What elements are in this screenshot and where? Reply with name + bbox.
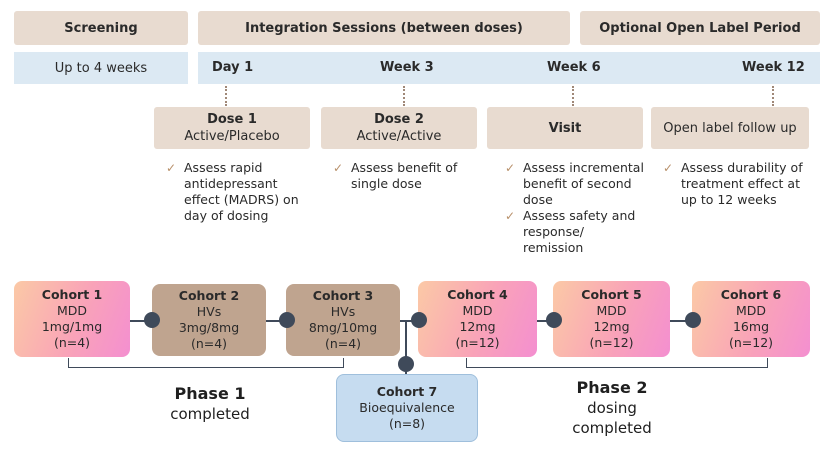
timeline-day1: Day 1 [212,60,254,75]
cohort-title: Cohort 7 [376,384,438,399]
cohort-connector [537,320,553,322]
bullet-list-open-label: ✓Assess durability of treatment effect a… [663,160,813,208]
cohort-population: MDD [462,303,493,318]
cohort-1-card: Cohort 1 MDD 1mg/1mg (n=4) [14,281,130,357]
cohort-title: Cohort 3 [312,288,374,303]
cohort-n: (n=4) [190,336,228,351]
cohort-title: Cohort 4 [447,287,508,302]
phase-2-bracket [466,358,768,368]
phase-status: completed [572,419,652,437]
timeline-bar: Day 1 Week 3 Week 6 Week 12 [198,52,820,84]
cohort-n: (n=12) [455,335,500,350]
phase-1-bracket [68,358,344,368]
cohort-title: Cohort 6 [720,287,782,302]
connector-dot [144,312,160,328]
milestone-dose1: Dose 1 Active/Placebo [154,107,310,149]
bullet-list-dose1: ✓Assess rapid antidepressant effect (MAD… [166,160,316,224]
cohort-population: MDD [735,303,767,318]
cohort-connector [266,320,286,322]
check-icon: ✓ [505,209,516,223]
list-item: ✓Assess safety and response/ remission [505,208,636,255]
cohort-title: Cohort 5 [581,287,642,302]
header-integration-sessions: Integration Sessions (between doses) [198,11,570,45]
list-item: ✓Assess benefit of single dose [333,160,458,191]
cohort-population: MDD [596,303,627,318]
cohort-4-card: Cohort 4 MDD 12mg (n=12) [418,281,537,357]
cohort-3-card: Cohort 3 HVs 8mg/10mg (n=4) [286,284,400,356]
phase-title: Phase 1 [174,384,246,403]
milestone-title: Dose 2 [374,112,424,127]
cohort-dose: 8mg/10mg [308,320,378,335]
cohort-connector [130,320,152,322]
cohort-n: (n=12) [728,335,774,350]
cohort-6-card: Cohort 6 MDD 16mg (n=12) [692,281,810,357]
timeline-connector [572,86,574,106]
timeline-week6: Week 6 [547,60,601,75]
cohort-title: Cohort 1 [41,287,103,302]
cohort-dose: 12mg [459,319,496,334]
cohort-population: HVs [330,304,356,319]
cohort-7-card: Cohort 7 Bioequivalence (n=8) [336,374,478,442]
cohort-n: (n=4) [53,335,91,350]
connector-dot [398,356,414,372]
phase-status: completed [170,405,250,423]
milestone-visit: Visit [487,107,643,149]
milestone-title: Visit [548,120,582,136]
cohort-2-card: Cohort 2 HVs 3mg/8mg (n=4) [152,284,266,356]
screening-duration: Up to 4 weeks [14,52,188,84]
connector-dot [279,312,295,328]
phase-status: dosing [587,399,637,417]
bullet-list-dose2: ✓Assess benefit of single dose [333,160,483,192]
cohort-population: HVs [196,304,222,319]
check-icon: ✓ [166,161,177,175]
timeline-connector [225,86,227,106]
timeline-week3: Week 3 [380,60,434,75]
cohort-title: Cohort 2 [178,288,240,303]
list-item: ✓Assess durability of treatment effect a… [663,160,803,207]
header-open-label: Optional Open Label Period [580,11,820,45]
list-item: ✓Assess rapid antidepressant effect (MAD… [166,160,299,223]
connector-dot [411,312,427,328]
timeline-week12: Week 12 [742,60,805,75]
cohort-5-card: Cohort 5 MDD 12mg (n=12) [553,281,670,357]
cohort-dose: 1mg/1mg [41,319,103,334]
phase-2-label: Phase 2 dosing completed [532,378,692,438]
milestone-sub: Active/Active [356,129,442,144]
connector-dot [685,312,701,328]
check-icon: ✓ [505,161,516,175]
timeline-connector [403,86,405,106]
cohort-dose: 16mg [732,319,770,334]
cohort-connector [400,320,418,322]
milestone-title: Dose 1 [207,112,257,127]
cohort-dose: 3mg/8mg [178,320,240,335]
check-icon: ✓ [333,161,344,175]
list-item: ✓Assess incremental benefit of second do… [505,160,644,207]
phase-title: Phase 2 [576,378,648,397]
milestone-dose2: Dose 2 Active/Active [321,107,477,149]
cohort-population: MDD [56,303,88,318]
cohort-n: (n=4) [324,336,362,351]
milestone-sub: Active/Placebo [184,129,280,144]
phase-1-label: Phase 1 completed [130,384,290,424]
cohort-dose: 12mg [593,319,630,334]
milestone-sub: Open label follow up [663,120,797,136]
cohort-n: (n=8) [388,416,426,431]
cohort-population: Bioequivalence [359,400,455,415]
check-icon: ✓ [663,161,674,175]
timeline-connector [772,86,774,106]
connector-dot [546,312,562,328]
bullet-list-visit: ✓Assess incremental benefit of second do… [505,160,645,256]
cohort7-connector [405,320,407,378]
cohort-n: (n=12) [589,335,634,350]
header-screening: Screening [14,11,188,45]
cohort-connector [670,320,692,322]
milestone-open-label: Open label follow up [651,107,809,149]
